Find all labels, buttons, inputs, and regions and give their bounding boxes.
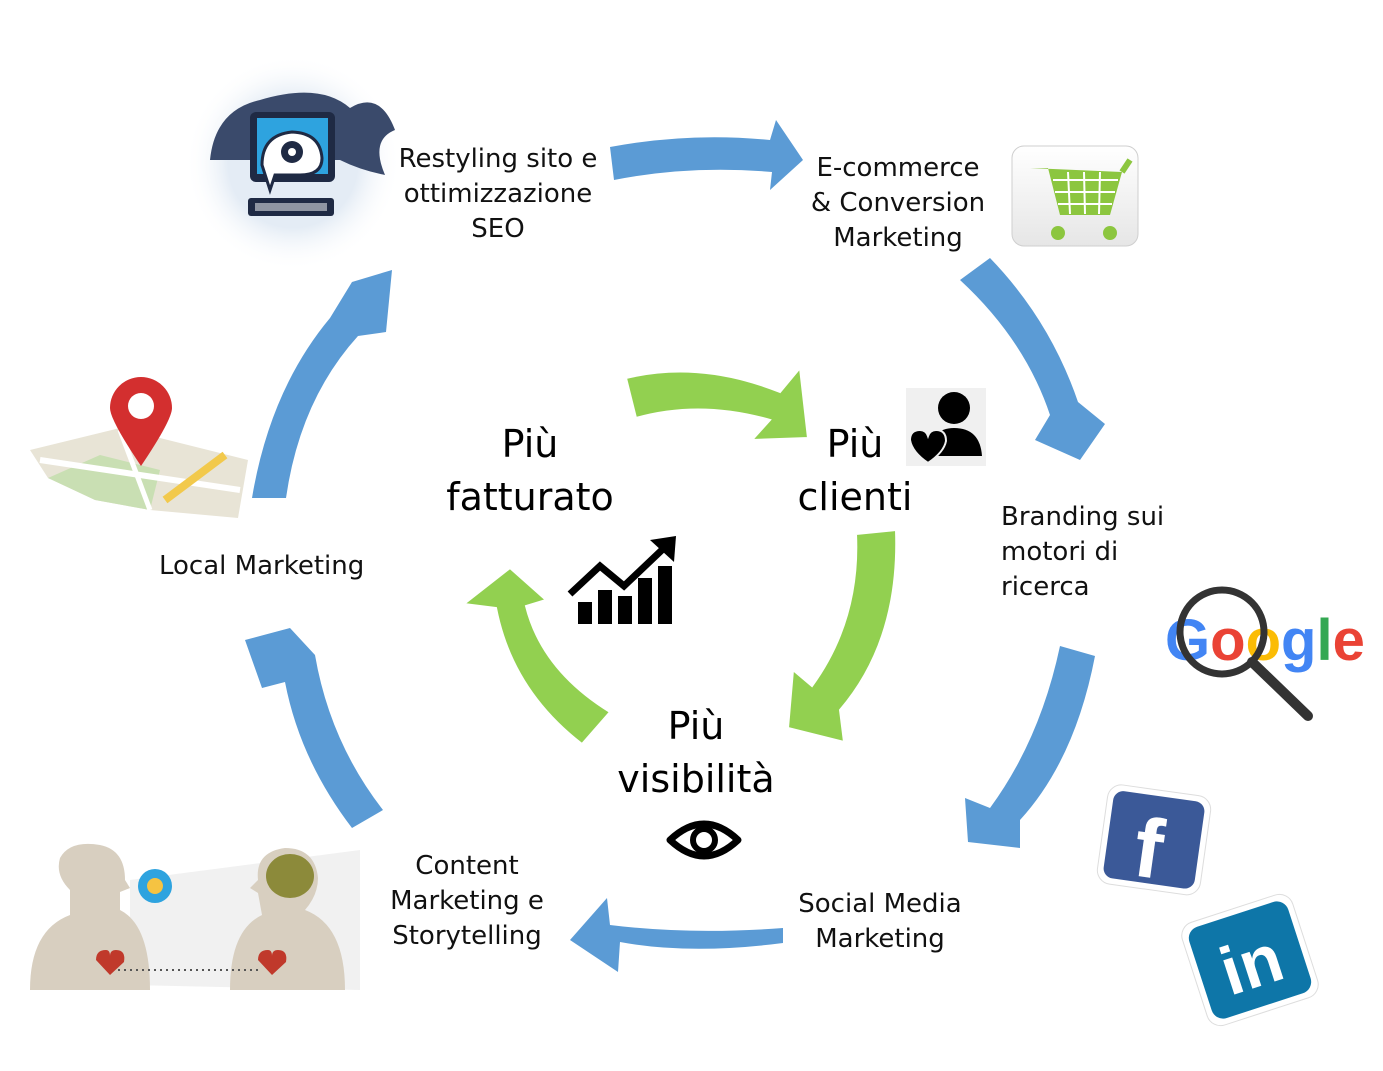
step-label-restyling: Restyling sito e ottimizzazione SEO [398, 144, 598, 244]
shopping-cart-icon [1011, 145, 1139, 247]
growth-chart-icon [567, 536, 676, 624]
inner-arrows [461, 365, 898, 746]
step-label-content: Content Marketing e Storytelling [390, 851, 544, 951]
outer-arrows [245, 120, 1105, 972]
step-label-social: Social Media Marketing [798, 889, 962, 954]
inner-label-visibilita: Più visibilità [617, 704, 775, 801]
arrow-local-to-restyling [252, 270, 392, 498]
step-label-local: Local Marketing [159, 551, 365, 581]
arrow-visibilita-to-fatturato [461, 566, 612, 746]
arrow-ecommerce-to-branding [960, 258, 1105, 460]
arrow-content-to-local [245, 628, 383, 828]
map-pin-icon [30, 377, 248, 518]
step-label-branding: Branding sui motori di ricerca [1001, 502, 1165, 602]
google-search-icon: Google [1165, 586, 1365, 721]
arrow-restyling-to-ecommerce [610, 120, 803, 190]
step-label-ecommerce: E-commerce & Conversion Marketing [810, 153, 986, 253]
monitor-settings-icon [185, 55, 401, 271]
facebook-logo-icon: f [1096, 784, 1212, 897]
svg-text:Google: Google [1165, 608, 1365, 673]
customer-heart-icon [906, 388, 986, 466]
arrow-fatturato-to-clienti [624, 365, 810, 442]
inner-label-clienti: Più clienti [797, 422, 913, 519]
linkedin-logo-icon: in [1181, 893, 1319, 1027]
inner-label-fatturato: Più fatturato [446, 422, 614, 519]
arrow-clienti-to-visibilita [786, 528, 898, 744]
storytelling-people-icon [30, 843, 360, 990]
arrow-branding-to-social [965, 646, 1095, 848]
arrow-social-to-content [570, 898, 783, 972]
eye-icon [666, 820, 742, 860]
